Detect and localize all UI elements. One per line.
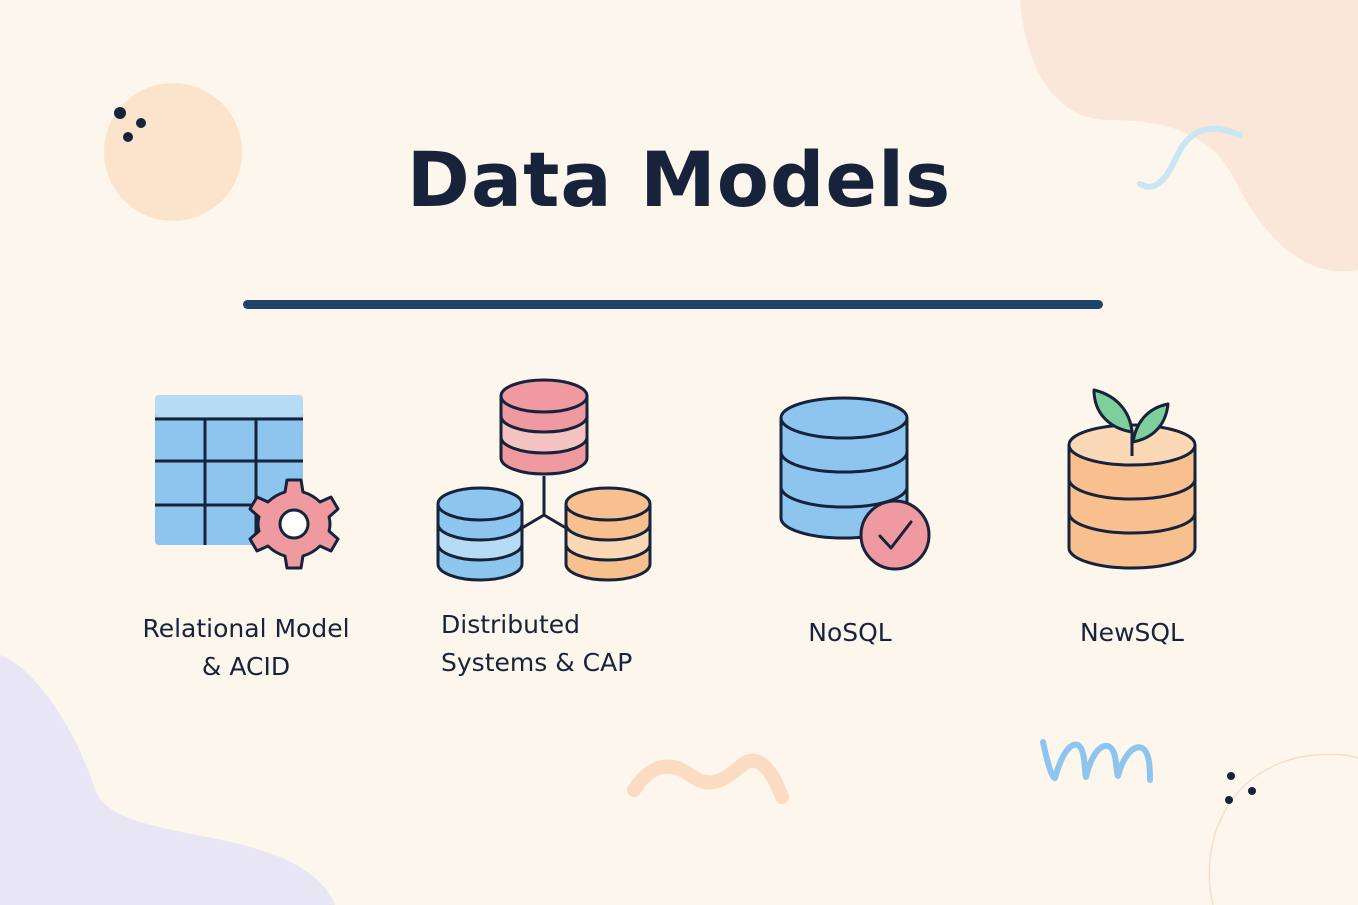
decor-blob-bottom-left — [0, 655, 335, 905]
database-sprout-icon — [1067, 388, 1197, 570]
decor-dot — [1225, 796, 1233, 804]
decor-squiggle-bottom-center — [627, 753, 789, 804]
sprout-icon — [1092, 388, 1170, 456]
decor-dot — [136, 118, 146, 128]
table-gear-icon — [155, 395, 340, 570]
database-check-icon — [779, 396, 931, 571]
title-divider — [243, 300, 1103, 309]
page-title: Data Models — [406, 135, 952, 224]
decor-blob-top-right — [1020, 0, 1358, 272]
decor-circle-top-left — [104, 83, 242, 221]
decor-dot — [1248, 787, 1256, 795]
database-blue — [436, 486, 524, 582]
distributed-databases-icon — [436, 378, 652, 582]
database-pink — [499, 378, 589, 476]
gear-icon — [248, 478, 340, 570]
decor-squiggle-bottom-right — [1040, 739, 1153, 783]
decor-dot — [123, 132, 133, 142]
label-distributed-systems: Distributed Systems & CAP — [441, 610, 633, 677]
label-relational-model: Relational Model & ACID — [142, 614, 350, 681]
decor-dot — [114, 107, 126, 119]
decor-arc-bottom-right — [1208, 753, 1358, 905]
database-orange — [564, 486, 652, 582]
decor-dot — [1227, 772, 1235, 780]
decor-squiggle-top-right — [1137, 125, 1243, 190]
label-nosql: NoSQL — [808, 618, 892, 647]
check-badge-icon — [859, 499, 931, 571]
label-newsql: NewSQL — [1079, 618, 1184, 647]
